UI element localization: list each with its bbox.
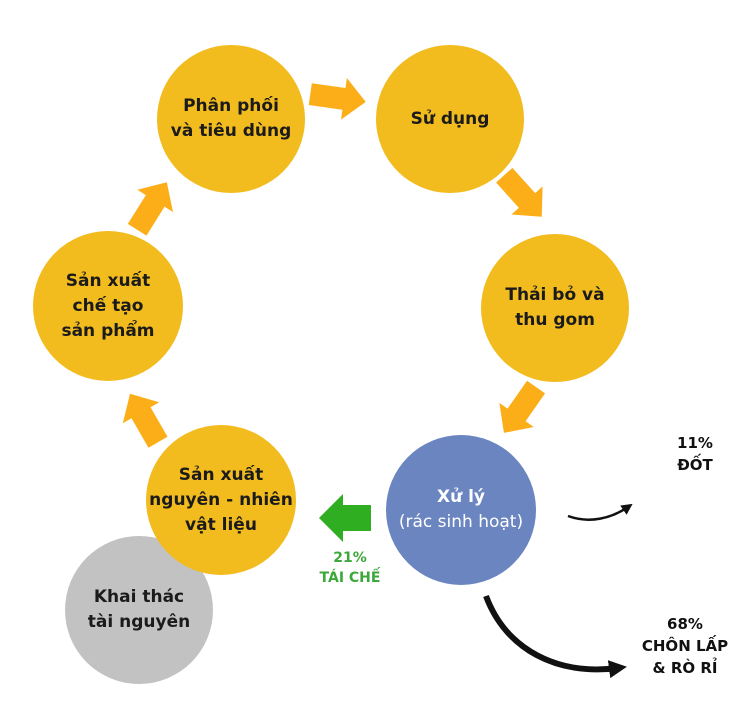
node-che-tao-line2: chế tạo xyxy=(72,295,144,316)
arrow-che-tao-to-phan-phoi xyxy=(127,182,173,236)
label-chon-lap-percent: 68% xyxy=(667,615,703,633)
label-dot-text: ĐỐT xyxy=(677,456,713,474)
node-san-xuat-nguyen-nhien-vat-lieu: Sản xuất nguyên - nhiên vật liệu xyxy=(146,425,296,575)
node-nguyen-lieu-line1: Sản xuất xyxy=(178,464,264,485)
node-san-xuat-che-tao: Sản xuất chế tạo sản phẩm xyxy=(33,231,183,381)
node-phan-phoi-va-tieu-dung: Phân phối và tiêu dùng xyxy=(157,45,305,193)
label-dot-percent: 11% xyxy=(677,434,713,452)
label-tai-che: 21% TÁI CHẾ xyxy=(305,548,395,588)
label-tai-che-percent: 21% xyxy=(333,550,367,566)
label-chon-lap: 68% CHÔN LẤP & RÒ RỈ xyxy=(628,613,742,679)
node-thai-bo-va-thu-gom: Thải bỏ và thu gom xyxy=(481,234,629,382)
label-chon-lap-line2: & RÒ RỈ xyxy=(652,659,718,677)
arrow-to-chon-lap xyxy=(483,594,627,679)
node-su-dung-line1: Sử dụng xyxy=(410,108,490,129)
arrow-su-dung-to-thai-bo xyxy=(496,167,543,217)
recycle-arrow xyxy=(319,494,371,542)
node-thai-bo-line2: thu gom xyxy=(515,310,595,330)
label-tai-che-text: TÁI CHẾ xyxy=(319,570,381,586)
arrow-phan-phoi-to-su-dung xyxy=(308,78,366,120)
node-thai-bo-line1: Thải bỏ và xyxy=(505,285,605,305)
node-che-tao-line1: Sản xuất xyxy=(65,270,151,291)
node-phan-phoi-line1: Phân phối xyxy=(183,96,279,116)
label-chon-lap-line1: CHÔN LẤP xyxy=(641,637,729,655)
node-su-dung: Sử dụng xyxy=(376,45,524,193)
node-che-tao-line3: sản phẩm xyxy=(61,320,155,341)
arrow-san-xuat-nguyen-lieu-to-che-tao xyxy=(122,393,168,448)
node-xu-ly: Xử lý (rác sinh hoạt) xyxy=(386,435,536,585)
node-khai-thac-line2: tài nguyên xyxy=(87,612,191,632)
node-nguyen-lieu-line2: nguyên - nhiên xyxy=(149,489,293,510)
arrow-to-dot xyxy=(567,503,633,521)
node-khai-thac-line1: Khai thác xyxy=(93,587,185,607)
node-xu-ly-line2: (rác sinh hoạt) xyxy=(398,512,524,532)
label-dot: 11% ĐỐT xyxy=(650,432,740,476)
node-phan-phoi-line2: và tiêu dùng xyxy=(170,121,292,141)
node-nguyen-lieu-line3: vật liệu xyxy=(185,514,257,535)
arrow-thai-bo-to-xu-ly xyxy=(499,380,546,433)
node-xu-ly-line1: Xử lý xyxy=(436,487,486,507)
